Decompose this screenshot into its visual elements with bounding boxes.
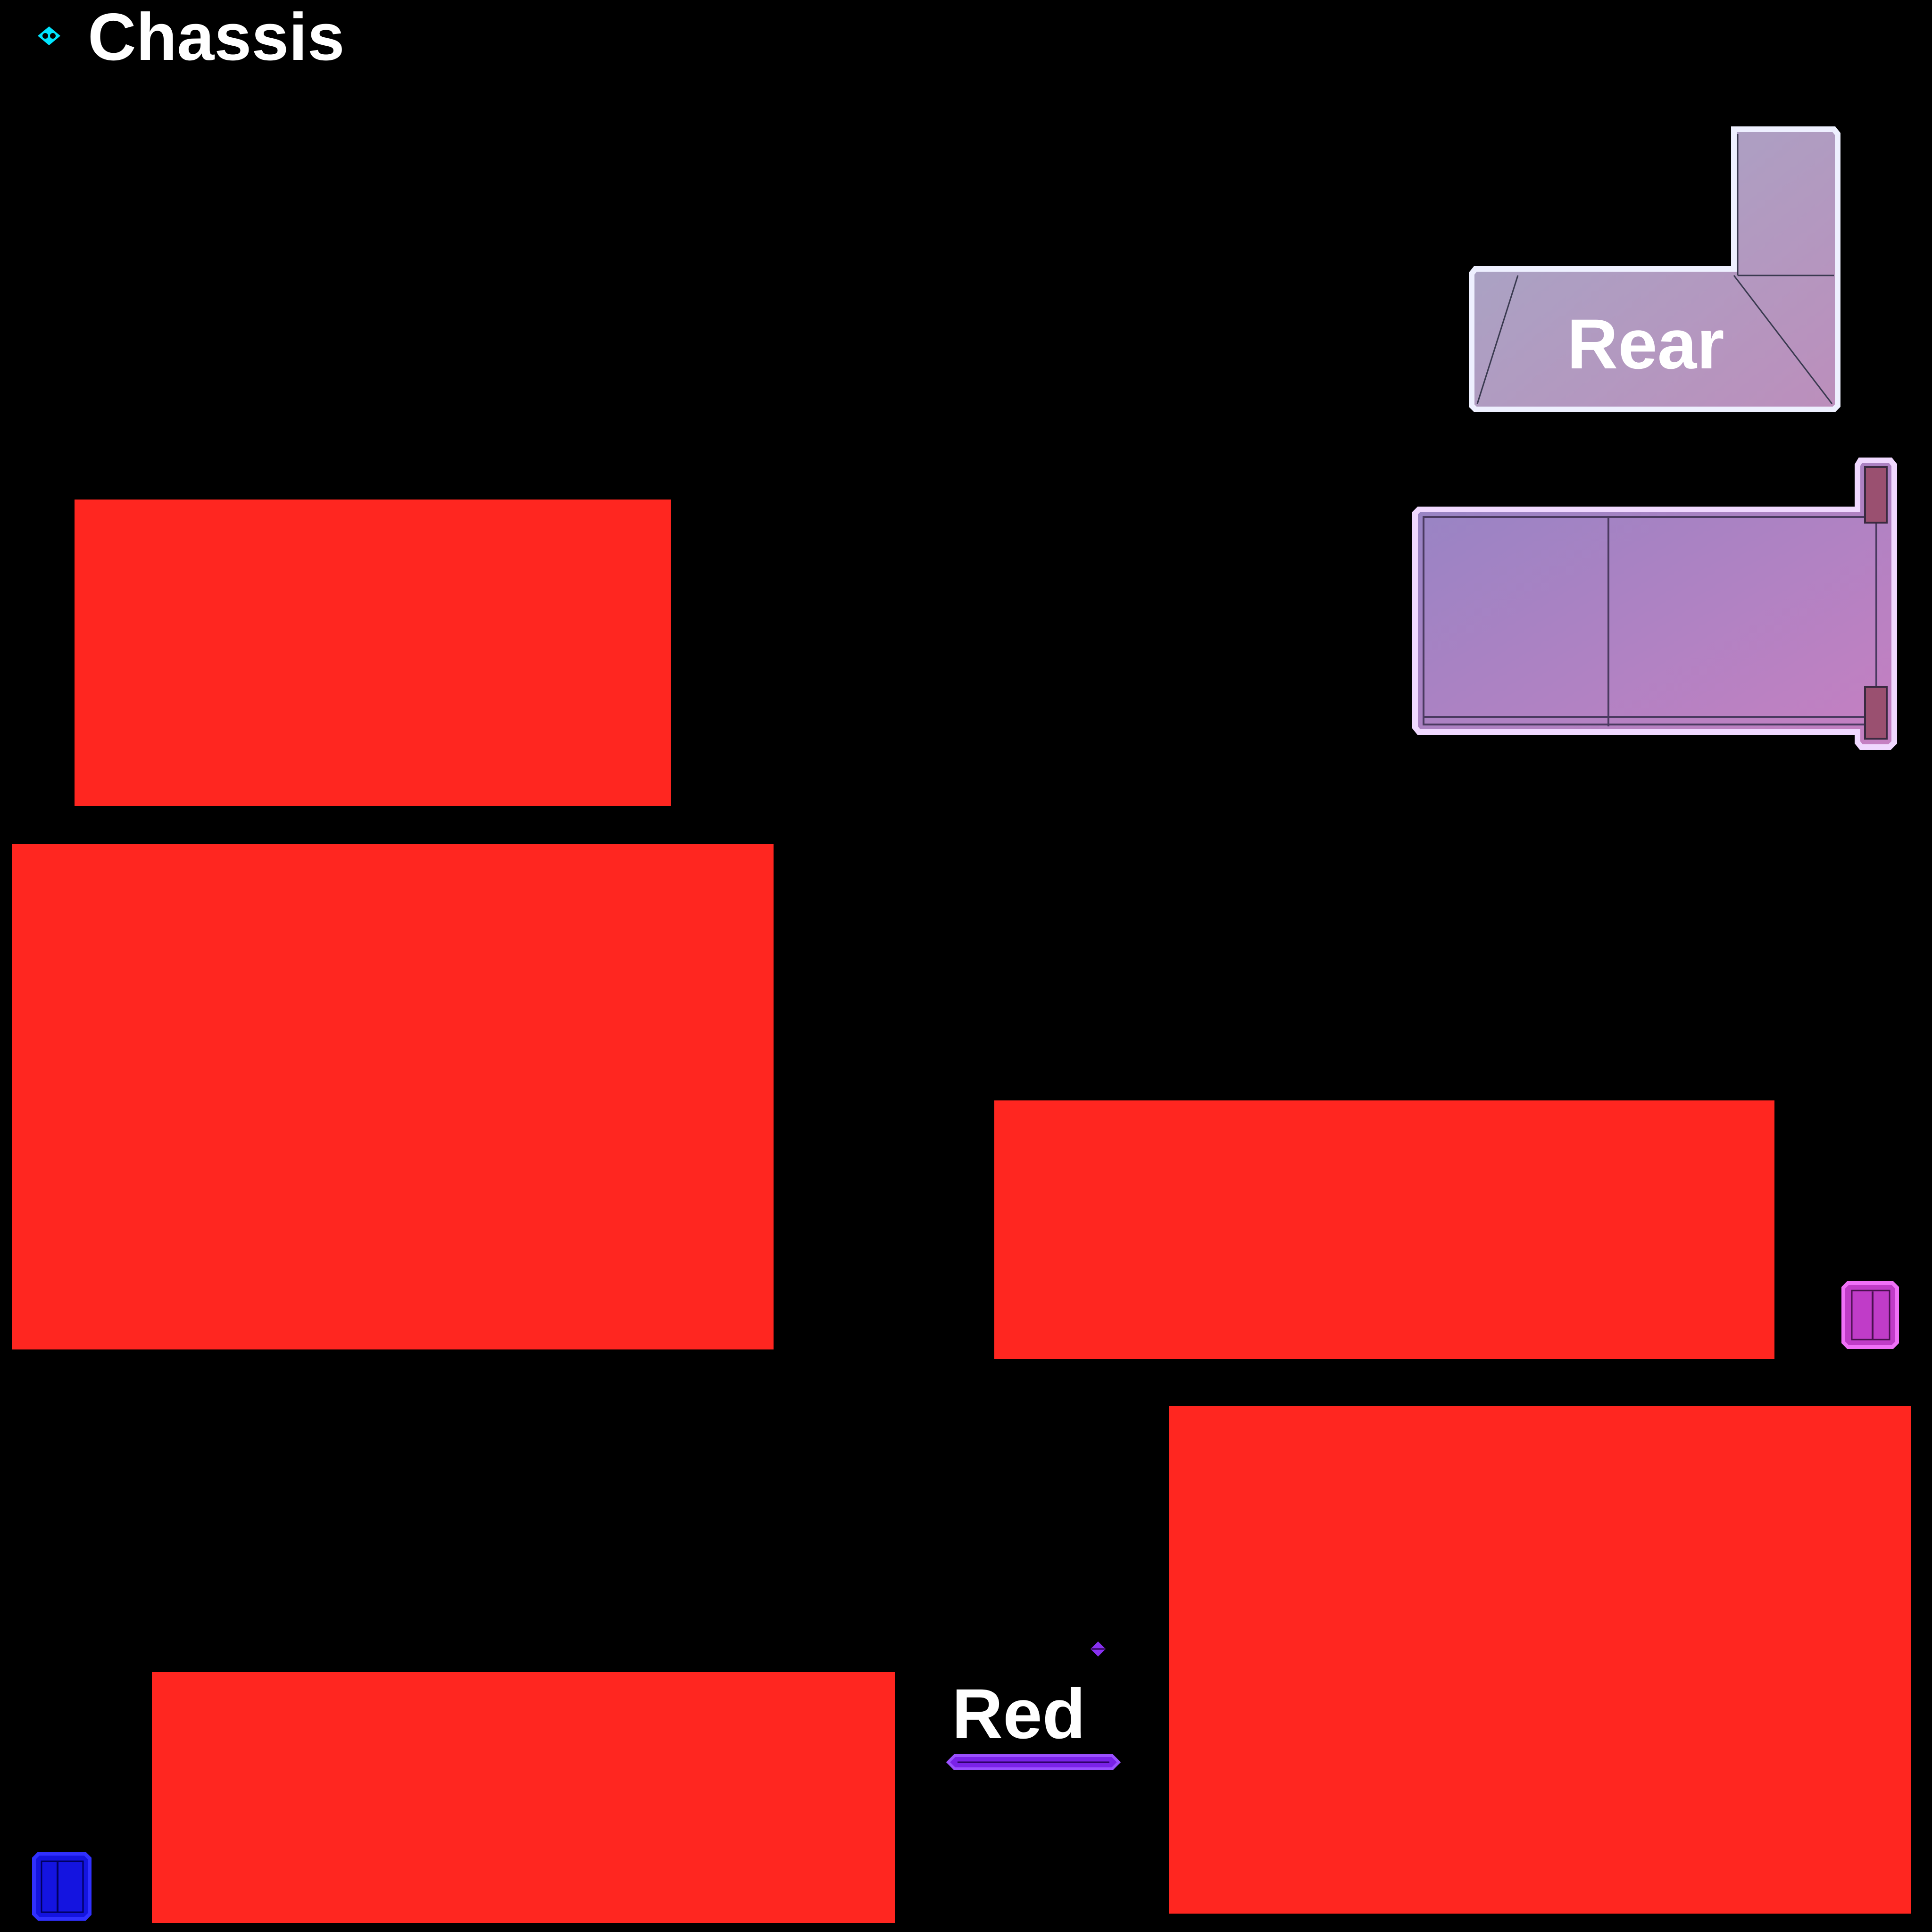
purple-bar-shape — [946, 1754, 1121, 1770]
red-panel-3 — [994, 1100, 1774, 1359]
side-panel-shape — [1412, 458, 1897, 750]
rear-panel-shape — [1469, 126, 1840, 412]
red-panel-2 — [12, 844, 774, 1349]
blue-piece-shape — [32, 1852, 92, 1921]
red-label: Red — [952, 1674, 1086, 1753]
red-panel-1 — [75, 500, 671, 806]
title-icon — [36, 25, 62, 47]
red-panel-5 — [152, 1672, 895, 1923]
rear-label: Rear — [1567, 304, 1724, 383]
page-title: Chassis — [88, 0, 345, 75]
cyan-diamond-icon — [38, 26, 60, 45]
magenta-piece-shape — [1841, 1281, 1899, 1349]
red-panel-4 — [1169, 1406, 1911, 1914]
